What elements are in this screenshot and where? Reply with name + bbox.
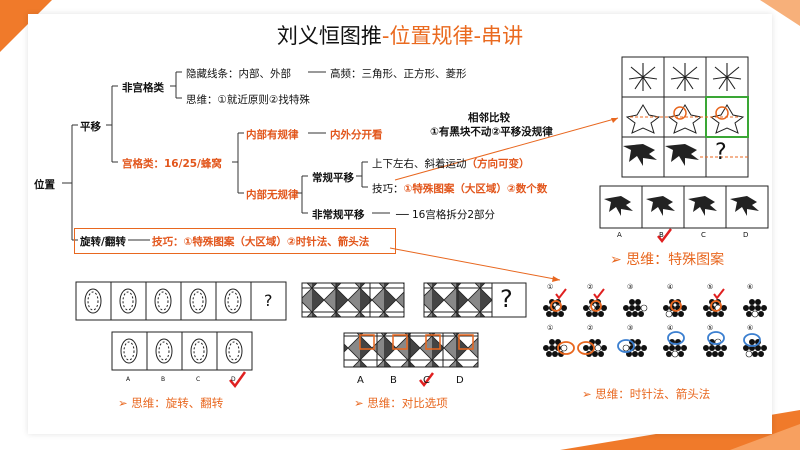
caption-rotate-flip-text: 思维：旋转、翻转 — [131, 396, 224, 410]
tree-regular-move: 常规平移 — [312, 172, 354, 184]
oval-check-icon — [229, 371, 247, 389]
tree-inner-outer-split: 内外分开看 — [330, 129, 383, 141]
tree-rotate-flip: 旋转/翻转 — [80, 236, 126, 248]
title-main: 刘义恒图推 — [276, 24, 382, 48]
tree-non-grid-thinking: 思维：①就近原则②找特殊 — [186, 94, 310, 106]
caption-compare-options: ➢ 思维：对比选项 — [354, 396, 448, 410]
hex-bottom-1: ① — [547, 324, 554, 332]
tree-grid: 宫格类：16/25/蜂窝 — [122, 156, 222, 171]
hex-top-5: ⑤ — [707, 283, 714, 291]
page-title: 刘义恒图推-位置规律-串讲 — [0, 20, 800, 50]
tree-translation: 平移 — [80, 121, 101, 133]
oval-option-d: D — [231, 376, 236, 383]
tree-direction-variable: （方向可变） — [466, 158, 530, 170]
hex-top-1: ① — [547, 283, 554, 291]
oval-question-mark: ? — [264, 291, 273, 310]
leaf-check-icon — [657, 228, 672, 244]
tree-non-grid: 非宫格类 — [122, 82, 164, 94]
tree-irregular-move: 非常规平移 — [312, 209, 365, 221]
caption-special-pattern-text: 思维：特殊图案 — [626, 252, 725, 268]
tree-rotate-skill: 技巧：①特殊图案（大区域）②时针法、箭头法 — [152, 234, 369, 249]
caption-clock-arrow: ➢ 思维：时针法、箭头法 — [582, 387, 711, 401]
oval-option-a: A — [126, 376, 131, 383]
tree-skill-label: 技巧： — [372, 183, 404, 195]
square-option-d: D — [456, 375, 464, 386]
tree-skill: 技巧：①特殊图案（大区域）②数个数 — [372, 181, 547, 196]
oval-option-c: C — [196, 376, 201, 383]
caption-rotate-flip: ➢ 思维：旋转、翻转 — [118, 396, 224, 410]
hex-top-4: ④ — [667, 283, 674, 291]
square-option-c: C — [423, 375, 430, 386]
hex-top-6: ⑥ — [747, 283, 754, 291]
title-sub: -位置规律-串讲 — [381, 24, 524, 48]
hex-bottom-6: ⑥ — [747, 324, 754, 332]
square-check-icon — [419, 372, 434, 388]
hex-top-3: ③ — [627, 283, 634, 291]
tree-root: 位置 — [34, 179, 55, 191]
hex-top-2: ② — [587, 283, 594, 291]
tree-high-freq: 高频：三角形、正方形、菱形 — [330, 68, 467, 80]
tree-directions-text: 上下左右、斜着运动 — [372, 158, 467, 170]
square-question-mark: ? — [500, 285, 513, 313]
hex-bottom-5: ⑤ — [707, 324, 714, 332]
tree-inner-rule: 内部有规律 — [246, 129, 299, 141]
square-option-b: B — [390, 375, 397, 386]
leaf-option-c: C — [701, 231, 706, 239]
tree-skill-detail: ①特殊图案（大区域）②数个数 — [403, 183, 548, 195]
tree-grid-text: 宫格类：16/25/蜂窝 — [122, 158, 222, 170]
rotate-flip-box — [74, 228, 396, 254]
leaf-option-b: B — [659, 231, 664, 239]
leaf-question-mark: ? — [715, 140, 727, 165]
tree-compare-rule: ①有黑块不动②平移没规律 — [430, 126, 553, 138]
tree-directions: 上下左右、斜着运动（方向可变） — [372, 156, 530, 171]
tree-split-16: ── 16宫格拆分2部分 — [396, 209, 496, 221]
hex-bottom-3: ③ — [627, 324, 634, 332]
square-option-a: A — [357, 375, 364, 386]
hex-bottom-2: ② — [587, 324, 594, 332]
tree-inner-no-rule: 内部无规律 — [246, 189, 299, 201]
hex-bottom-4: ④ — [667, 324, 674, 332]
tree-compare-title: 相邻比较 — [468, 112, 510, 124]
tree-split-16-text: 16宫格拆分2部分 — [411, 209, 496, 221]
oval-option-b: B — [161, 376, 166, 383]
leaf-option-d: D — [743, 231, 749, 239]
leaf-option-a: A — [617, 231, 622, 239]
caption-special-pattern: ➢ 思维：特殊图案 — [610, 252, 725, 268]
caption-compare-options-text: 思维：对比选项 — [367, 396, 448, 410]
caption-clock-arrow-text: 思维：时针法、箭头法 — [595, 387, 711, 401]
tree-rotate-skill-text: 技巧：①特殊图案（大区域）②时针法、箭头法 — [152, 236, 370, 248]
tree-hidden-lines: 隐藏线条：内部、外部 — [186, 68, 291, 80]
